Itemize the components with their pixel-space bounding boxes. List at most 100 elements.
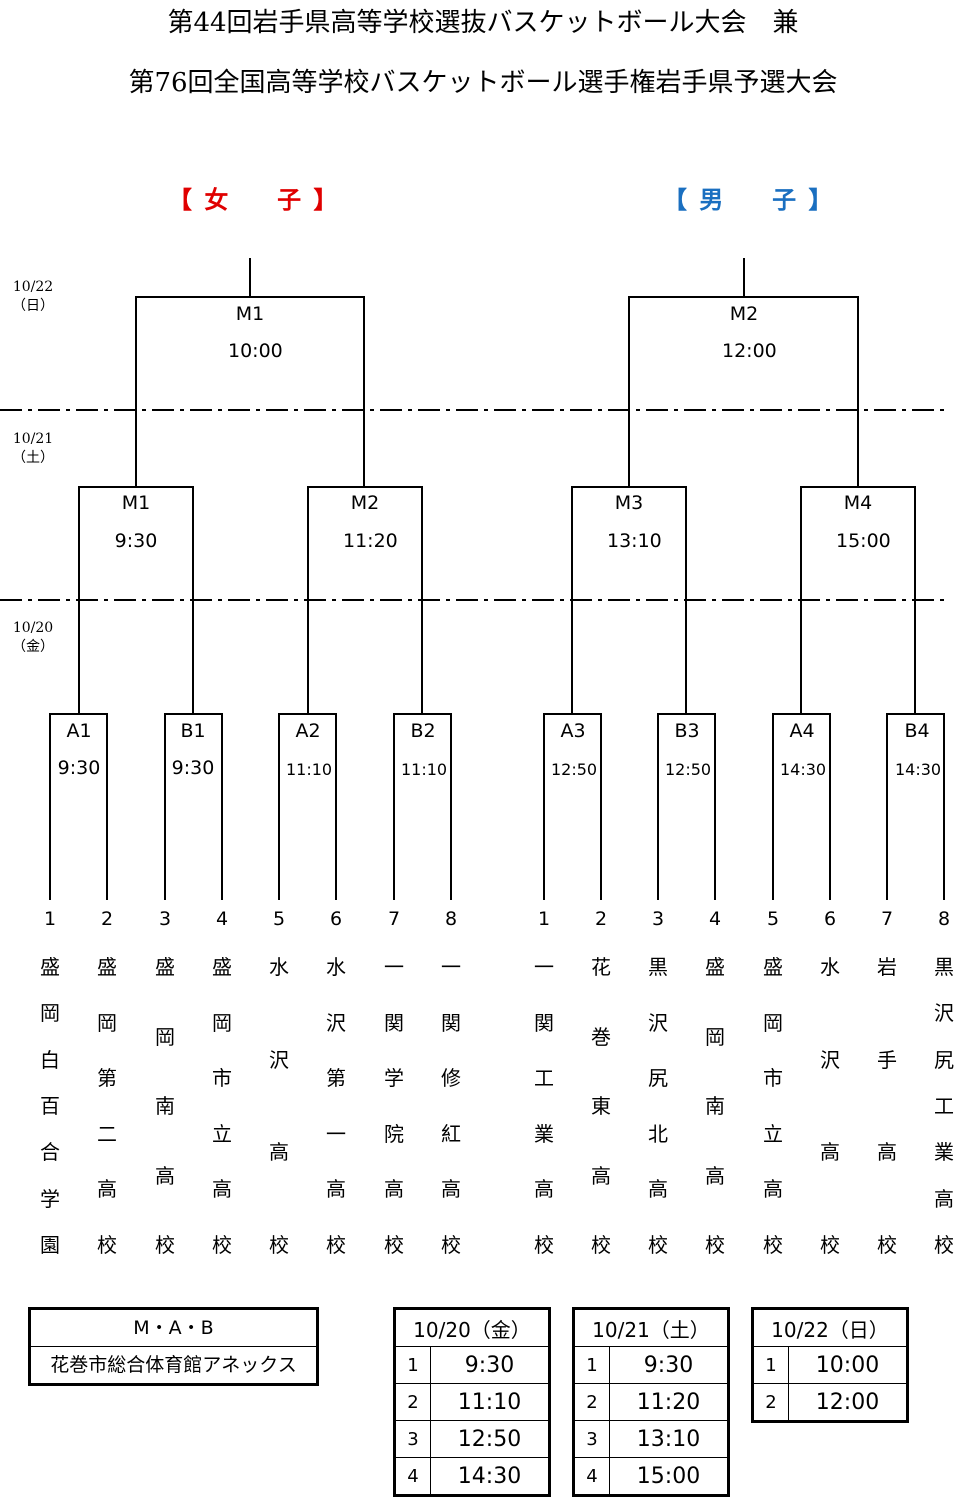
team-name-char: 一 bbox=[441, 955, 461, 979]
bracket-line bbox=[571, 486, 687, 714]
match-code: B4 bbox=[904, 720, 930, 742]
team-name-char: 関 bbox=[384, 1010, 404, 1035]
team-name-char: 高 bbox=[763, 1177, 783, 1202]
slot-number: 4 bbox=[394, 1457, 431, 1496]
team-name-char: 沢 bbox=[326, 1010, 346, 1035]
match-time: 11:20 bbox=[343, 530, 398, 552]
team-name-char: 岡 bbox=[212, 1010, 232, 1035]
match-time: 11:10 bbox=[401, 760, 448, 779]
team-name-char: 岩 bbox=[877, 955, 897, 979]
date-text: 10/21 bbox=[12, 431, 54, 447]
team-name-char: 校 bbox=[326, 1233, 346, 1257]
team-name-char: 盛 bbox=[705, 955, 725, 979]
team-name-char: 園 bbox=[40, 1233, 60, 1257]
team-name-char: 花 bbox=[591, 955, 611, 979]
seed-number: 1 bbox=[43, 908, 57, 930]
team-name-char: 高 bbox=[212, 1177, 232, 1202]
team-name-char: 学 bbox=[40, 1186, 60, 1211]
team-name-char: 沢 bbox=[269, 1047, 289, 1072]
team-name-char: 尻 bbox=[934, 1047, 954, 1072]
bracket-line bbox=[164, 713, 223, 900]
team-name-char: 立 bbox=[212, 1121, 232, 1146]
slot-time: 13:10 bbox=[609, 1420, 729, 1458]
team-name-char: 白 bbox=[40, 1047, 60, 1072]
match-time: 12:50 bbox=[665, 760, 712, 779]
match-time: 14:30 bbox=[895, 760, 942, 779]
team-name-char: 一 bbox=[534, 955, 554, 979]
team-name-char: 百 bbox=[40, 1094, 60, 1118]
team-name-char: 水 bbox=[820, 955, 840, 979]
match-code: B1 bbox=[180, 720, 206, 742]
bracket-line bbox=[278, 713, 337, 900]
bracket-line bbox=[886, 713, 945, 900]
team-name-char: 盛 bbox=[763, 955, 783, 979]
weekday-text: （日） bbox=[12, 298, 54, 314]
seed-number: 2 bbox=[594, 908, 608, 930]
team-name-char: 業 bbox=[934, 1140, 954, 1165]
bracket-line bbox=[307, 486, 423, 714]
team-name-char: 高 bbox=[648, 1177, 668, 1202]
slot-time: 10:00 bbox=[788, 1346, 908, 1384]
team-name-char: 盛 bbox=[97, 955, 117, 979]
team-name-char: 市 bbox=[212, 1066, 232, 1091]
team-name-char: 高 bbox=[326, 1177, 346, 1202]
seed-number: 4 bbox=[215, 908, 229, 930]
team-name-char: 校 bbox=[384, 1233, 404, 1257]
slot-number: 2 bbox=[394, 1383, 431, 1421]
team-name-char: 院 bbox=[384, 1121, 404, 1146]
team-name-char: 業 bbox=[534, 1121, 554, 1146]
venue-name: 花巻市総合体育館アネックス bbox=[31, 1346, 316, 1383]
slot-number: 3 bbox=[573, 1420, 610, 1458]
slot-time: 9:30 bbox=[430, 1346, 550, 1384]
team-name-char: 高 bbox=[820, 1140, 840, 1165]
team-name-char: 岡 bbox=[155, 1024, 175, 1049]
team-name-char: 南 bbox=[155, 1094, 175, 1118]
team-name-char: 高 bbox=[934, 1186, 954, 1211]
schedule-header: 10/20（金） bbox=[394, 1308, 550, 1347]
venue-matches: M・A・B bbox=[133, 1317, 214, 1339]
team-name-char: 黒 bbox=[934, 955, 954, 979]
team-name-char: 岡 bbox=[705, 1024, 725, 1049]
team-name-char: 東 bbox=[591, 1094, 611, 1118]
match-time: 12:50 bbox=[551, 760, 598, 779]
team-name-char: 関 bbox=[441, 1010, 461, 1035]
seed-number: 2 bbox=[100, 908, 114, 930]
match-code: A1 bbox=[66, 720, 92, 742]
seed-number: 7 bbox=[880, 908, 894, 930]
date-text: 10/20 bbox=[12, 620, 54, 636]
team-name-char: 水 bbox=[269, 955, 289, 979]
team-name-char: 高 bbox=[155, 1163, 175, 1188]
slot-number: 1 bbox=[752, 1346, 789, 1384]
team-name-char: 高 bbox=[591, 1163, 611, 1188]
seed-number: 6 bbox=[823, 908, 837, 930]
slot-time: 14:30 bbox=[430, 1457, 550, 1496]
schedule-header: 10/21（土） bbox=[573, 1308, 729, 1347]
seed-number: 6 bbox=[329, 908, 343, 930]
team-name-char: 工 bbox=[934, 1094, 954, 1118]
weekday-text: （金） bbox=[12, 639, 54, 655]
seed-number: 7 bbox=[387, 908, 401, 930]
team-name-char: 第 bbox=[97, 1066, 117, 1091]
team-name-char: 沢 bbox=[648, 1010, 668, 1035]
slot-time: 9:30 bbox=[609, 1346, 729, 1384]
weekday-text: （土） bbox=[12, 450, 54, 466]
slot-number: 1 bbox=[573, 1346, 610, 1384]
seed-number: 3 bbox=[651, 908, 665, 930]
team-name-char: 岡 bbox=[97, 1010, 117, 1035]
team-name-char: 沢 bbox=[820, 1047, 840, 1072]
match-code: B2 bbox=[410, 720, 436, 742]
team-name-char: 高 bbox=[534, 1177, 554, 1202]
team-name-char: 校 bbox=[269, 1233, 289, 1257]
match-code: M2 bbox=[729, 303, 759, 325]
team-name-char: 合 bbox=[40, 1140, 60, 1165]
team-name-char: 高 bbox=[269, 1140, 289, 1165]
team-name-char: 校 bbox=[705, 1233, 725, 1257]
match-code: A3 bbox=[560, 720, 586, 742]
match-code: M3 bbox=[614, 492, 644, 514]
team-name-char: 盛 bbox=[40, 955, 60, 979]
team-name-char: 黒 bbox=[648, 955, 668, 979]
slot-time: 12:50 bbox=[430, 1420, 550, 1458]
slot-number: 3 bbox=[394, 1420, 431, 1458]
match-code: M1 bbox=[235, 303, 265, 325]
